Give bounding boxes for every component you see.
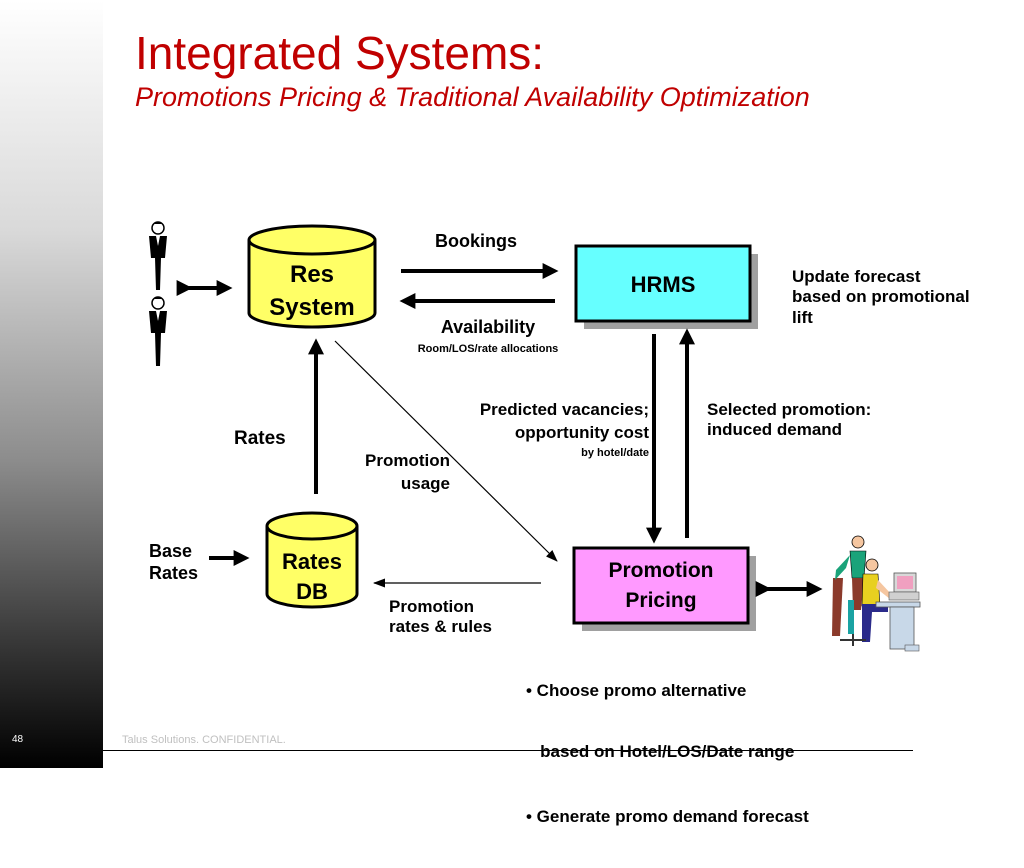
page-number: 48 bbox=[12, 734, 24, 745]
footer-text: Talus Solutions. CONFIDENTIAL. bbox=[122, 734, 286, 746]
analysts-computer-icon bbox=[832, 535, 921, 652]
base-rates-line: Rates bbox=[149, 562, 199, 583]
availability-sub-label: Room/LOS/rate allocations bbox=[418, 343, 559, 355]
promo-bullet-line: • Choose promo alternative bbox=[526, 680, 747, 700]
promotion-pricing-label-1: Promotion bbox=[609, 559, 714, 582]
res-system-label-1: Res bbox=[290, 261, 334, 288]
update-forecast-note: Update forecast based on promotional lif… bbox=[792, 267, 970, 328]
diagram: Res System HRMS Rates DB bbox=[149, 221, 921, 652]
predicted-vacancies-label-1: Predicted vacancies; bbox=[480, 400, 649, 419]
update-forecast-line: based on promotional bbox=[792, 287, 970, 307]
bookings-label: Bookings bbox=[435, 231, 517, 251]
res-system-label-2: System bbox=[269, 294, 354, 321]
promotion-pricing-box bbox=[572, 546, 756, 631]
update-forecast-line: lift bbox=[792, 307, 813, 327]
businessman-icon bbox=[149, 221, 167, 290]
promo-bullet-line: based on Hotel/LOS/Date range bbox=[526, 741, 795, 761]
rates-db-label-2: DB bbox=[296, 579, 328, 604]
gradient-sidebar bbox=[0, 0, 103, 768]
businessman-icon bbox=[149, 296, 167, 366]
promotion-rates-rules-line: rates & rules bbox=[389, 617, 492, 637]
rates-db-cylinder bbox=[265, 511, 359, 609]
base-rates-line: Base bbox=[149, 541, 193, 561]
slide-title: Integrated Systems: bbox=[135, 27, 545, 79]
update-forecast-line: Update forecast bbox=[792, 267, 921, 286]
res-system-cylinder bbox=[247, 224, 377, 329]
selected-promotion-label: Selected promotion: induced demand bbox=[707, 400, 871, 441]
promotion-usage-label-2: usage bbox=[401, 474, 450, 493]
promo-bullet-line: • Generate promo demand forecast bbox=[526, 807, 809, 827]
promo-bullets: • Choose promo alternative based on Hote… bbox=[526, 640, 809, 868]
availability-label: Availability bbox=[441, 317, 535, 337]
selected-promotion-line: induced demand bbox=[707, 420, 843, 440]
footer-divider bbox=[103, 750, 913, 751]
promotion-pricing-label-2: Pricing bbox=[625, 589, 696, 612]
hrms-box bbox=[574, 244, 758, 329]
rates-db-label-1: Rates bbox=[282, 549, 342, 574]
selected-promotion-line: Selected promotion: bbox=[707, 400, 872, 419]
base-rates-label: Base Rates bbox=[149, 541, 198, 584]
slide-subtitle: Promotions Pricing & Traditional Availab… bbox=[135, 82, 810, 112]
hrms-label: HRMS bbox=[631, 272, 696, 297]
promotion-usage-arrow bbox=[334, 340, 558, 562]
promotion-rates-rules-label: Promotion rates & rules bbox=[389, 597, 492, 638]
predicted-sub-label: by hotel/date bbox=[581, 447, 649, 459]
slide: 48 Integrated Systems: Promotions Pricin… bbox=[0, 0, 970, 826]
promotion-usage-label-1: Promotion bbox=[365, 451, 450, 470]
predicted-vacancies-label-2: opportunity cost bbox=[515, 423, 649, 442]
promotion-rates-rules-line: Promotion bbox=[389, 597, 474, 616]
rates-label: Rates bbox=[234, 428, 286, 449]
